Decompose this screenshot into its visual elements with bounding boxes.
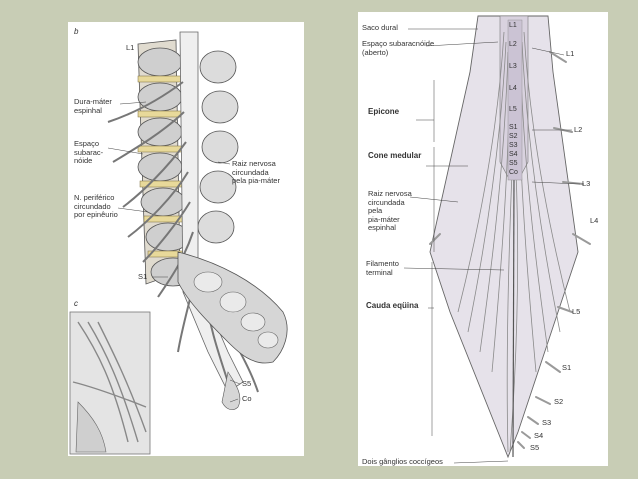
label-epicone: Epicone — [368, 107, 400, 116]
label-dois-ganglios-coccigeos: Dois gânglios coccígeos — [362, 457, 443, 466]
label-dura-mater: Dura-máter espinhal — [74, 97, 112, 115]
label-cone-medular: Cone medular — [368, 151, 422, 160]
label-s5: S5 — [242, 379, 252, 388]
side-label-l3: L3 — [582, 179, 591, 188]
segment-s4: S4 — [509, 151, 518, 158]
left-figure-panel: b L1 Dura-máter espinhal Espaço subarac-… — [68, 22, 304, 456]
side-label-l2: L2 — [574, 125, 583, 134]
label-raiz-nervosa: Raiz nervosa circundada pela pia-máter — [232, 159, 280, 185]
side-label-s1: S1 — [562, 363, 572, 372]
segment-l3: L3 — [509, 63, 517, 70]
label-saco-dural: Saco dural — [362, 23, 398, 32]
segment-l2: L2 — [509, 41, 517, 48]
label-espaco-subaracnoide-aberto: Espaço subaracnóide (aberto) — [362, 39, 435, 57]
right-figure-panel: Saco dural Espaço subaracnóide (aberto) … — [358, 12, 608, 466]
label-raiz-nervosa-pia: Raiz nervosa circundada pela pia-máter e… — [368, 189, 412, 232]
label-cauda-equina: Cauda eqüina — [366, 301, 419, 310]
segment-l4: L4 — [509, 85, 517, 92]
segment-l1: L1 — [509, 22, 517, 29]
segment-l5: L5 — [509, 106, 517, 113]
side-label-s2: S2 — [554, 397, 564, 406]
panel-c-label: c — [74, 299, 78, 308]
label-filamento-terminal: Filamento terminal — [366, 259, 399, 277]
side-label-s5: S5 — [530, 443, 540, 452]
segment-s3: S3 — [509, 142, 518, 149]
side-label-s4: S4 — [534, 431, 544, 440]
label-s1: S1 — [138, 272, 148, 281]
segment-s1: S1 — [509, 124, 518, 131]
side-label-l5: L5 — [572, 307, 581, 316]
label-l1: L1 — [126, 43, 135, 52]
segment-co: Co — [509, 169, 518, 176]
panel-b-label: b — [74, 27, 79, 36]
spine-lateral-illustration — [69, 31, 288, 455]
side-label-s3: S3 — [542, 418, 552, 427]
side-label-l1: L1 — [566, 49, 575, 58]
label-co: Co — [242, 394, 252, 403]
cauda-equina-posterior-illustration — [403, 15, 591, 464]
side-label-l4: L4 — [590, 216, 599, 225]
segment-s2: S2 — [509, 133, 518, 140]
label-nervo-periferico: N. periférico circundado por epinêurio — [74, 193, 118, 219]
label-espaco-subaracnoide: Espaço subarac- nóide — [74, 139, 104, 165]
segment-s5: S5 — [509, 160, 518, 167]
